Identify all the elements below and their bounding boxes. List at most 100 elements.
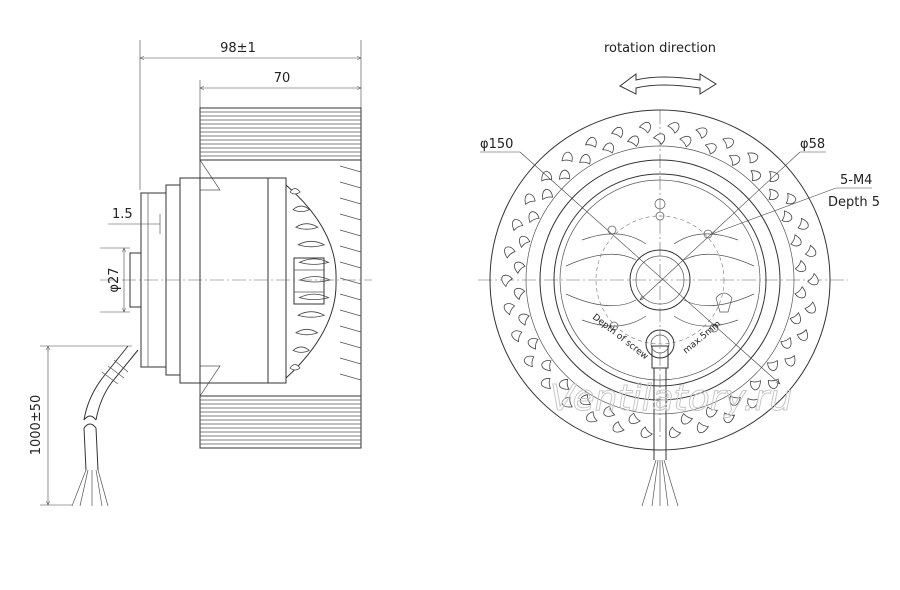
blade-opening bbox=[514, 261, 526, 275]
blade-opening bbox=[511, 330, 523, 343]
rotation-direction-label: rotation direction bbox=[604, 41, 716, 56]
blade-opening bbox=[558, 379, 570, 390]
rotor-fin bbox=[294, 328, 319, 336]
blade-edge bbox=[339, 197, 362, 205]
blade-opening bbox=[696, 421, 709, 434]
blade-edge bbox=[339, 309, 362, 317]
dim-overall-label: 98±1 bbox=[220, 41, 256, 56]
blade-opening bbox=[518, 235, 531, 248]
blade-edge bbox=[339, 277, 362, 285]
blade-opening bbox=[794, 285, 806, 299]
dim-overall-length: 98±1 bbox=[140, 40, 361, 190]
cable bbox=[71, 345, 139, 507]
blade-opening bbox=[527, 338, 539, 350]
dim-length-label: 70 bbox=[274, 71, 291, 86]
front-view: rotation direction bbox=[478, 41, 880, 507]
blade-edge bbox=[339, 325, 362, 333]
hole-spec-label: 5-M4 bbox=[840, 173, 872, 188]
dim-hub-label: φ58 bbox=[800, 137, 825, 152]
blade-opening bbox=[541, 360, 552, 372]
blade-opening bbox=[638, 121, 652, 134]
dim-outer-diameter: φ150 bbox=[480, 137, 780, 384]
rotor-fin bbox=[298, 276, 332, 283]
blade-opening bbox=[768, 188, 779, 200]
blade-edge bbox=[339, 261, 362, 269]
blade-opening bbox=[723, 412, 735, 424]
dim-hub-diameter: φ58 bbox=[640, 137, 826, 300]
rotor-fin bbox=[297, 311, 326, 318]
blade-opening bbox=[728, 154, 741, 166]
blade-opening bbox=[747, 152, 759, 164]
blade-opening bbox=[729, 395, 741, 406]
blade-opening bbox=[667, 122, 680, 134]
cable-gland bbox=[641, 329, 679, 507]
blade-opening bbox=[679, 135, 692, 148]
blade-opening bbox=[640, 426, 653, 438]
blade-edge bbox=[339, 165, 362, 173]
blade-opening bbox=[542, 188, 553, 201]
dim-cable-label: 1000±50 bbox=[29, 395, 44, 456]
rotor-fin bbox=[292, 346, 310, 353]
blade-opening bbox=[785, 192, 797, 205]
blade-opening bbox=[747, 398, 759, 409]
blade-opening bbox=[767, 359, 778, 372]
blade-opening bbox=[750, 170, 762, 181]
rotor-fin bbox=[298, 293, 330, 300]
blade-opening bbox=[540, 378, 552, 389]
blade-opening bbox=[602, 142, 614, 154]
dim-impeller-length: 70 bbox=[200, 71, 361, 110]
blade-opening bbox=[586, 411, 598, 423]
blade-opening bbox=[722, 137, 734, 149]
dim-flange: 1.5 bbox=[108, 207, 161, 234]
blade-edge bbox=[339, 293, 362, 301]
blade-edge bbox=[339, 213, 362, 221]
hole-depth-label: Depth 5 bbox=[828, 195, 880, 210]
blade-opening bbox=[781, 210, 793, 222]
blade-opening bbox=[503, 303, 516, 316]
blade-opening bbox=[523, 355, 535, 368]
hub-note-screw-depth: Depth of screw bbox=[590, 312, 650, 362]
rotor-fin bbox=[294, 223, 319, 230]
blade-opening bbox=[695, 127, 708, 139]
blade-opening bbox=[794, 259, 807, 273]
blade-opening bbox=[528, 211, 540, 224]
rotor-fin bbox=[289, 364, 301, 371]
blade-opening bbox=[626, 135, 640, 147]
blade-opening bbox=[524, 193, 536, 205]
blade-opening bbox=[796, 328, 808, 341]
blade-opening bbox=[784, 355, 796, 367]
mounting-holes bbox=[607, 198, 733, 333]
blade-opening bbox=[789, 312, 802, 325]
blade-opening bbox=[804, 244, 817, 257]
blade-opening bbox=[780, 336, 792, 349]
rotor-fins bbox=[285, 184, 337, 379]
blade-edge bbox=[339, 181, 362, 189]
blade-opening bbox=[585, 136, 597, 148]
blade-edge bbox=[339, 373, 362, 381]
blade-opening bbox=[603, 405, 616, 417]
blade-opening bbox=[668, 426, 682, 439]
blade-opening bbox=[790, 234, 802, 247]
rotor-fin bbox=[292, 205, 310, 212]
impeller-blades bbox=[199, 107, 362, 449]
dim-cable-length: 1000±50 bbox=[29, 346, 132, 505]
blade-opening bbox=[680, 413, 694, 425]
blade-edge bbox=[339, 341, 362, 349]
rotor-fin bbox=[289, 188, 301, 195]
blade-opening bbox=[513, 287, 526, 301]
blade-opening bbox=[612, 421, 625, 433]
blade-opening bbox=[611, 126, 624, 139]
motor-body bbox=[129, 177, 287, 384]
blade-opening bbox=[501, 274, 513, 288]
blade-opening bbox=[504, 246, 516, 259]
rotation-arrow-icon bbox=[619, 73, 717, 95]
blade-edge bbox=[339, 229, 362, 237]
dim-flange-label: 1.5 bbox=[112, 207, 133, 222]
blade-edge bbox=[339, 245, 362, 253]
blade-opening bbox=[807, 272, 819, 286]
rotor-fin bbox=[297, 240, 326, 248]
dim-shaft-diameter: φ27 bbox=[100, 248, 130, 312]
blade-opening bbox=[704, 143, 717, 155]
blade-opening bbox=[561, 151, 573, 162]
